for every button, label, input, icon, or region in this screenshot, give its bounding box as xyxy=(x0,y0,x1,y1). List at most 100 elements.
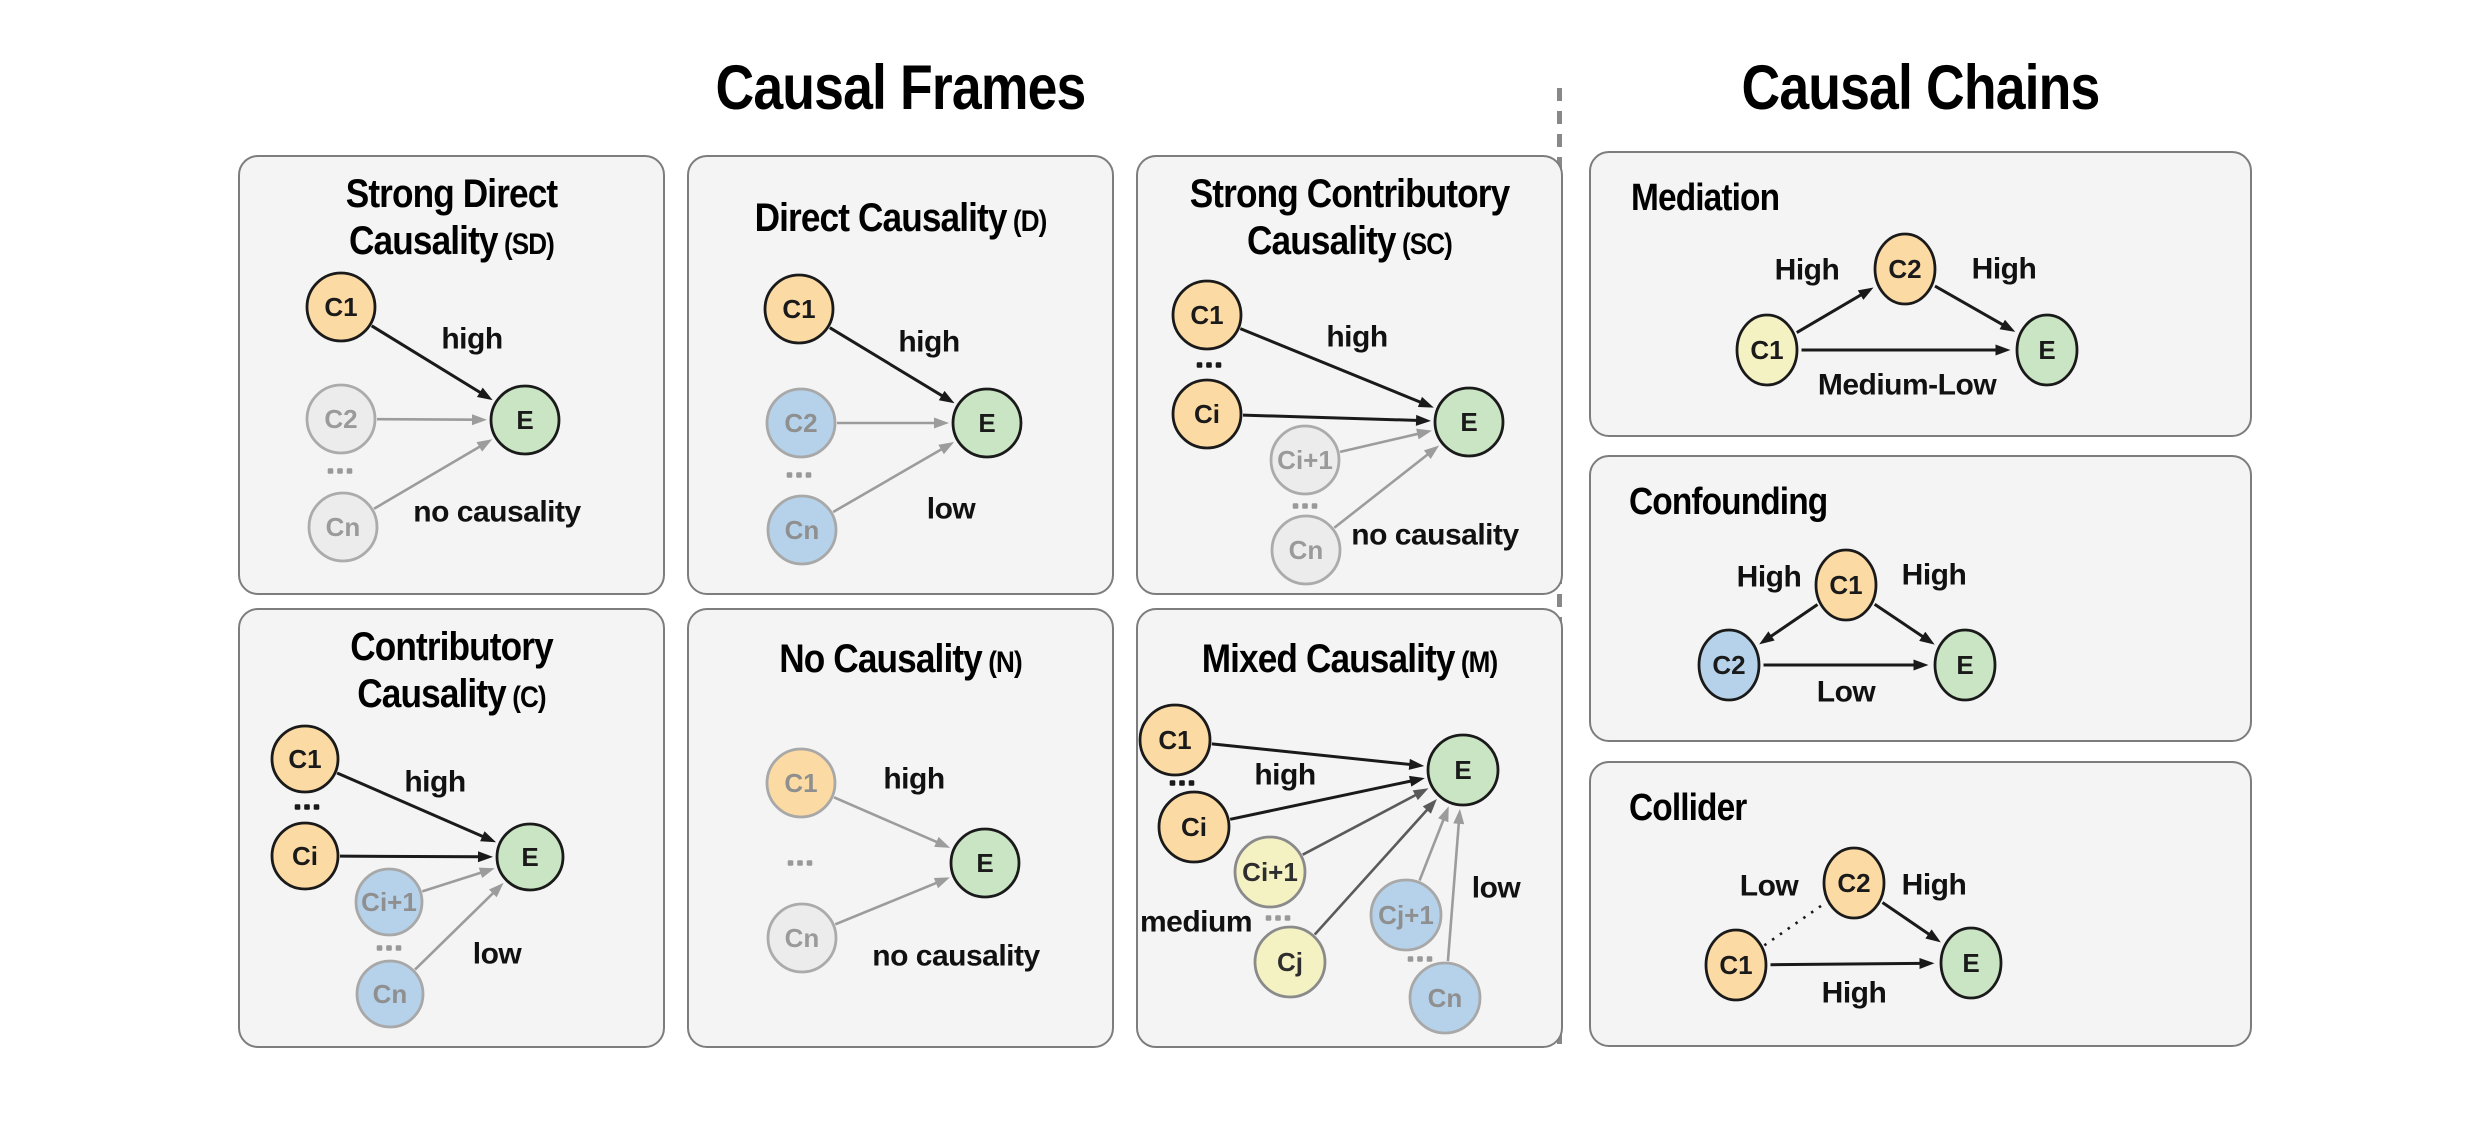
node-Ci+1 xyxy=(1269,424,1341,496)
arrowhead-Cn-E xyxy=(476,439,493,452)
panel-title-no-causality: No Causality (N) xyxy=(714,636,1086,686)
arrowhead-Cn-E xyxy=(933,877,950,889)
node-label-Ci: Ci xyxy=(292,841,318,871)
edge-Ci+1-E xyxy=(421,870,485,893)
arrowhead-Cn-E xyxy=(1423,445,1440,460)
node-label-E: E xyxy=(978,408,995,438)
node-label-E: E xyxy=(521,842,538,872)
edge-label: High xyxy=(1822,977,1887,1010)
panel-title-text: Mixed Causality xyxy=(1201,637,1456,681)
node-label-Cj+1: Cj+1 xyxy=(1378,900,1434,930)
ellipsis-dot xyxy=(1215,362,1222,368)
panel-title-direct-causality: Direct Causality (D) xyxy=(714,195,1086,245)
edge-label: High xyxy=(1972,253,2037,286)
arrowhead-C1-E xyxy=(934,836,951,848)
edge-C1-E xyxy=(336,771,487,840)
ellipsis-dots xyxy=(1292,503,1318,509)
ellipsis-dot xyxy=(1292,503,1299,509)
ellipsis-dot xyxy=(796,472,802,478)
panel-title-line: Mixed Causality (M) xyxy=(1163,636,1535,686)
node-label-C1: C1 xyxy=(1158,725,1191,755)
ellipsis-dot xyxy=(1417,956,1423,962)
panel-title-abbreviation: (D) xyxy=(1006,205,1047,238)
arrowhead-C1-E xyxy=(476,387,493,401)
arrowhead-Cj-E xyxy=(1422,798,1437,814)
arrowhead-Ci+1-E xyxy=(1412,788,1429,801)
arrowhead-C1-C2 xyxy=(1857,287,1874,300)
edge-C1-E xyxy=(370,324,485,396)
arrowhead-C1-E xyxy=(1919,631,1935,645)
node-C2 xyxy=(1873,232,1937,306)
edge-Ci+1-E xyxy=(1302,792,1420,856)
panel-title-collider: Collider xyxy=(1629,785,1747,832)
ellipsis-dots xyxy=(1265,915,1291,921)
ellipsis-dot xyxy=(1196,362,1203,368)
node-E xyxy=(951,387,1023,459)
ellipsis-dots xyxy=(376,945,402,951)
ellipsis-dot xyxy=(1206,362,1212,368)
edge-label: no causality xyxy=(413,496,581,529)
node-C1 xyxy=(1138,703,1212,777)
node-label-E: E xyxy=(2038,335,2055,365)
ellipsis-dot xyxy=(304,804,310,810)
ellipsis-dot xyxy=(1179,780,1185,786)
panel-title-text: Direct Causality xyxy=(754,196,1008,240)
panel-title-line: Strong Contributory xyxy=(1163,171,1535,218)
ellipsis-dot xyxy=(337,468,343,474)
ellipsis-dot xyxy=(395,945,402,951)
node-C1 xyxy=(763,273,835,345)
node-Cj+1 xyxy=(1369,878,1443,952)
node-Cj xyxy=(1253,925,1327,999)
causal-frames-title: Causal Frames xyxy=(715,53,1087,123)
edge-C1-C2 xyxy=(1795,291,1865,334)
edge-Cn-E xyxy=(1333,451,1432,529)
edge-label: High xyxy=(1902,869,1967,902)
node-Cn xyxy=(766,494,838,566)
edge-Cn-E xyxy=(414,889,497,971)
node-label-C1: C1 xyxy=(1750,335,1783,365)
edge-label: High xyxy=(1902,559,1967,592)
ellipsis-dots xyxy=(327,468,353,474)
arrowhead-C2-E xyxy=(1999,319,2016,332)
node-C1 xyxy=(1171,279,1243,351)
panel-title-text: Causality xyxy=(349,219,498,263)
panel-title-text: Strong Direct xyxy=(345,172,558,216)
panel-title-line: Direct Causality (D) xyxy=(714,195,1086,245)
ellipsis-dot xyxy=(376,945,383,951)
edge-label: low xyxy=(1472,872,1522,905)
panel-title-line: Causality (SD) xyxy=(265,218,637,268)
node-Ci+1 xyxy=(354,867,424,937)
arrowhead-Ci-E xyxy=(477,851,494,863)
node-Cn xyxy=(1408,961,1482,1035)
node-label-E: E xyxy=(1962,948,1979,978)
arrowhead-C1-E xyxy=(1417,396,1434,408)
arrowhead-C1-E xyxy=(1919,957,1935,969)
edge-C1-E xyxy=(1873,603,1927,640)
arrowhead-Cn-E xyxy=(488,882,504,898)
panel-title-mixed-causality: Mixed Causality (M) xyxy=(1163,636,1535,686)
panel-title-text: Causality xyxy=(1247,219,1396,263)
ellipsis-dot xyxy=(327,468,334,474)
panel-title-abbreviation: (N) xyxy=(981,646,1022,679)
edge-label: high xyxy=(1326,321,1387,354)
edge-C1-C2 xyxy=(1763,902,1825,947)
ellipsis-dot xyxy=(797,860,803,866)
node-label-C2: C2 xyxy=(324,404,357,434)
ellipsis-dot xyxy=(313,804,320,810)
edge-label: high xyxy=(1254,759,1315,792)
ellipsis-dots xyxy=(1169,780,1195,786)
edge-Cn-E xyxy=(1446,819,1461,962)
node-Ci xyxy=(1171,378,1243,450)
panel-title-text: Collider xyxy=(1629,787,1747,829)
edge-C1-E xyxy=(829,326,946,399)
edge-Cj-E xyxy=(1313,806,1431,936)
node-label-E: E xyxy=(1454,755,1471,785)
arrowhead-C1-E xyxy=(1408,758,1425,770)
panel-title-text: Causality xyxy=(357,672,506,716)
